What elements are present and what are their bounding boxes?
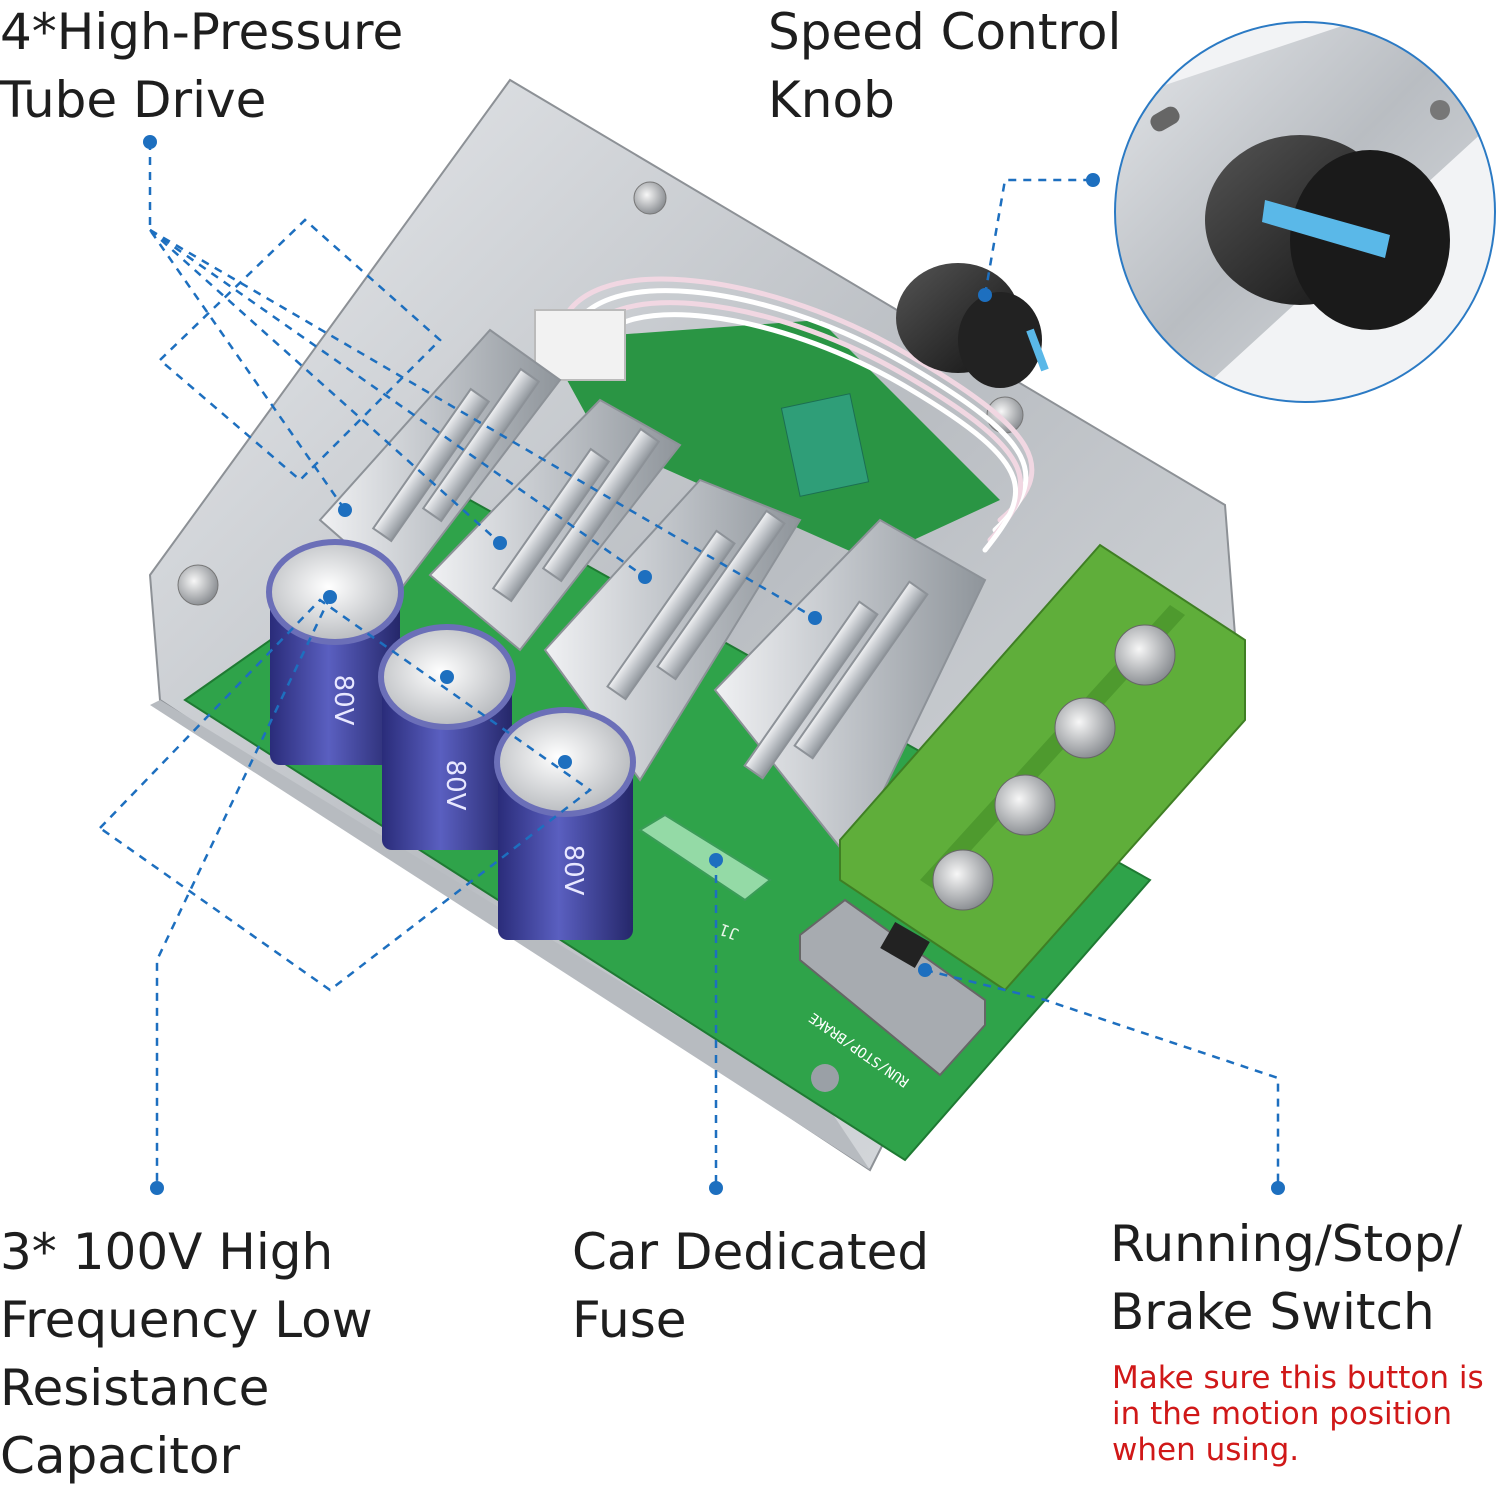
callout-dot xyxy=(338,503,352,517)
tube-drive-highlight-box xyxy=(158,218,442,482)
speed-knob-callout-line xyxy=(983,178,1093,296)
svg-text:80V: 80V xyxy=(440,760,470,811)
capacitor: 80V xyxy=(494,707,636,940)
callout-dot xyxy=(709,853,723,867)
tube-drive-callout-line xyxy=(149,229,501,544)
fuse-label: Car Dedicated Fuse xyxy=(572,1218,929,1354)
switch-label-line1: Running/Stop/ xyxy=(1110,1215,1463,1273)
callout-dot xyxy=(918,963,932,977)
svg-text:80V: 80V xyxy=(558,845,588,896)
fuse-label-line2: Fuse xyxy=(572,1291,687,1349)
callout-dot xyxy=(808,611,822,625)
heatsink xyxy=(713,518,987,862)
capacitor-label-line1: 3* 100V High xyxy=(0,1223,334,1281)
callout-lines xyxy=(98,142,1280,1185)
switch-warning-line2: in the motion position xyxy=(1112,1396,1453,1432)
fuse xyxy=(638,813,772,902)
capacitor: 80V xyxy=(266,539,404,765)
heatsink xyxy=(318,328,562,592)
tube-drive-label-line2: Tube Drive xyxy=(0,71,267,129)
switch-warning-line1: Make sure this button is xyxy=(1112,1360,1484,1396)
capacitor-label: 3* 100V High Frequency Low Resistance Ca… xyxy=(0,1218,373,1490)
capacitor: 80V xyxy=(378,624,516,850)
heatsink xyxy=(543,478,802,782)
knob-inset-magnifier xyxy=(1114,21,1496,403)
heatsink xyxy=(428,398,682,652)
tube-drive-callout-line xyxy=(149,228,646,579)
switch-label: Running/Stop/ Brake Switch xyxy=(1110,1210,1462,1346)
callout-dot xyxy=(493,536,507,550)
heatsink-group xyxy=(318,328,987,862)
switch-label-line2: Brake Switch xyxy=(1110,1283,1435,1341)
speed-knob-label: Speed Control Knob xyxy=(768,0,1121,134)
callout-dot xyxy=(1271,1181,1285,1195)
switch-callout-line xyxy=(924,968,1280,1185)
callout-dot xyxy=(143,135,157,149)
callout-dot xyxy=(1086,173,1100,187)
terminal-block xyxy=(839,543,1246,992)
capacitor-label-line3: Resistance xyxy=(0,1359,270,1417)
callout-dot xyxy=(558,755,572,769)
switch-warning-note: Make sure this button is in the motion p… xyxy=(1112,1360,1484,1468)
tube-drive-label-line1: 4*High-Pressure xyxy=(0,3,404,61)
callout-dot xyxy=(150,1181,164,1195)
capacitor-label-line4: Capacitor xyxy=(0,1427,241,1485)
callout-dot xyxy=(638,570,652,584)
callout-dots xyxy=(143,135,1285,1195)
speed-knob-label-line2: Knob xyxy=(768,71,895,129)
tube-drive-callout-line xyxy=(148,142,347,511)
svg-text:80V: 80V xyxy=(328,675,358,726)
callout-dot xyxy=(323,590,337,604)
callout-dot xyxy=(440,670,454,684)
switch-warning-line3: when using. xyxy=(1112,1432,1300,1468)
fuse-label-line1: Car Dedicated xyxy=(572,1223,930,1281)
capacitor-highlight-box xyxy=(98,598,593,992)
ribbon-cable xyxy=(534,276,1035,553)
callout-dot xyxy=(709,1181,723,1195)
tube-drive-label: 4*High-Pressure Tube Drive xyxy=(0,0,403,134)
capacitor-label-line2: Frequency Low xyxy=(0,1291,373,1349)
speed-knob-label-line1: Speed Control xyxy=(768,3,1122,61)
callout-dot xyxy=(978,288,992,302)
